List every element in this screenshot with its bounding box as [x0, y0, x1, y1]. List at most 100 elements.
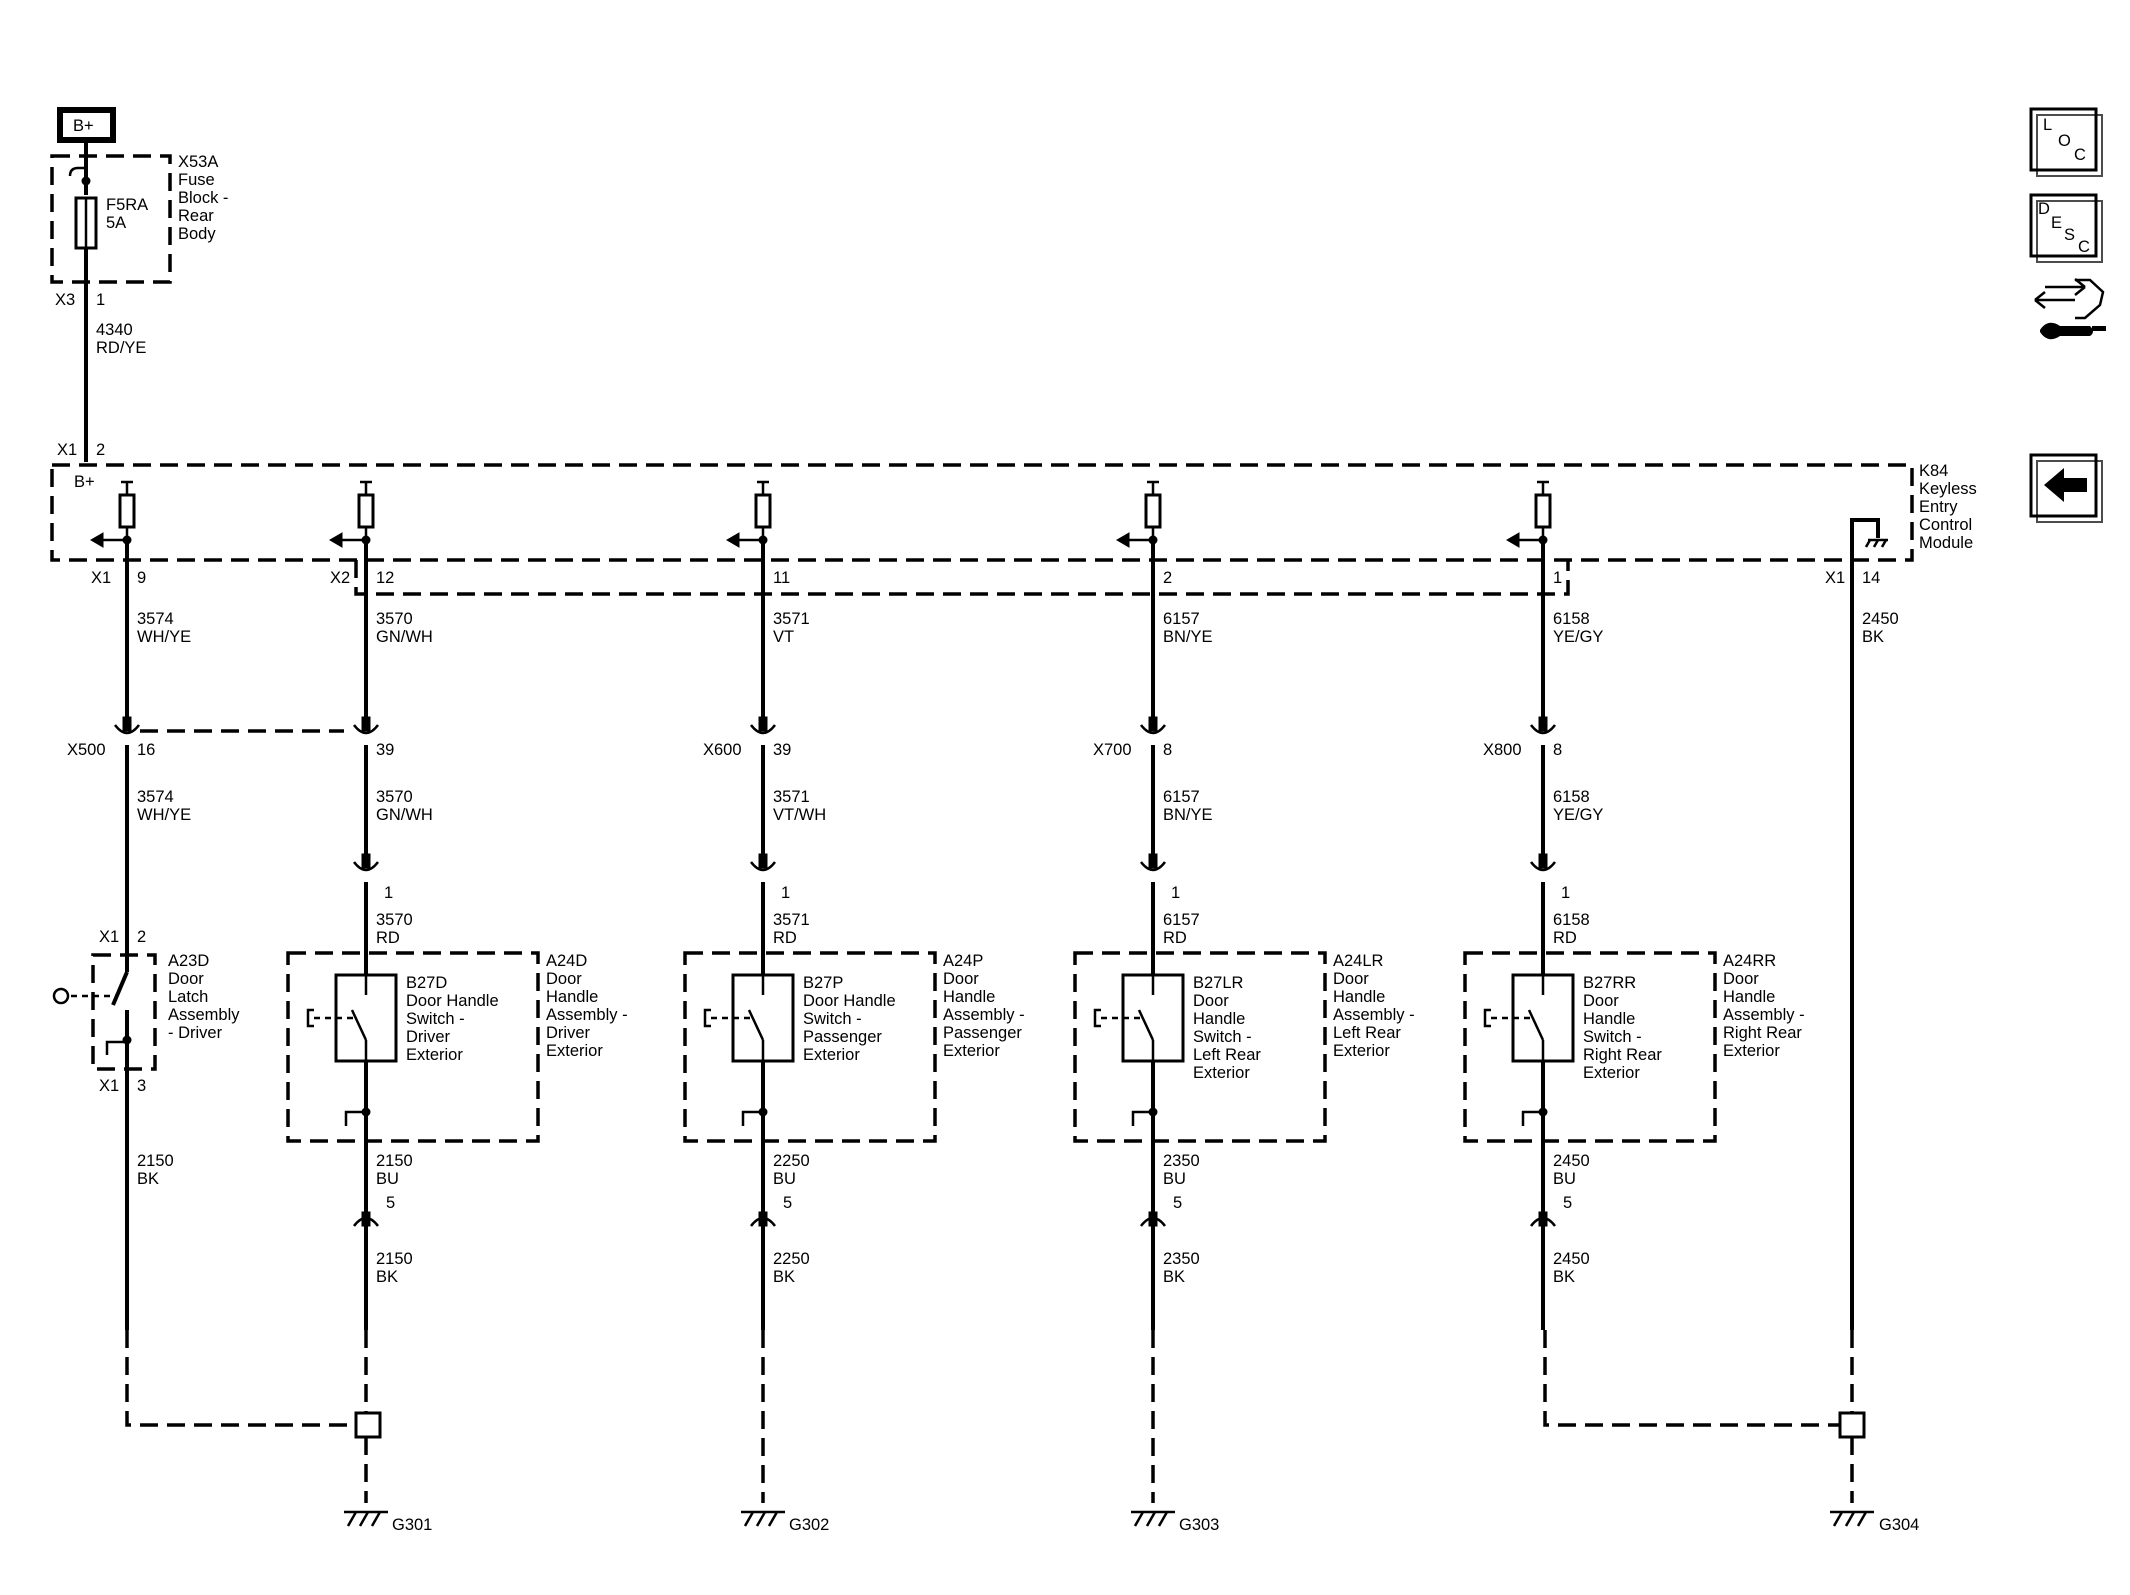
channel-1-color-label: GN/WH: [376, 628, 433, 646]
channel-1-circuit3-label: 3570: [376, 911, 413, 929]
latch-in-pin: 2: [137, 928, 146, 946]
channel-4-circuit3-label: 6158: [1553, 911, 1590, 929]
back-button[interactable]: [2029, 453, 2103, 523]
channel-0-color-label: WH/YE: [137, 628, 191, 646]
latch-ref: A23D: [168, 952, 209, 970]
channel-3-assembly-box: [1073, 951, 1327, 1143]
fuse-block-pin: 1: [96, 291, 105, 309]
location-button[interactable]: L O C: [2029, 107, 2103, 177]
latch-out-circuit: 2150: [137, 1152, 174, 1170]
channel-4-assembly-name-2: Assembly -: [1723, 1006, 1805, 1024]
channel-1-switch-ref: B27D: [406, 974, 447, 992]
channel-1-device-connector-pin: [361, 853, 371, 869]
channel-4-out-color-label: BU: [1553, 1170, 1576, 1188]
channel-4-ground-circuit-label: 2450: [1553, 1250, 1590, 1268]
module-name-1: Keyless: [1919, 480, 1977, 498]
channel-1-circuit-label: 3570: [376, 610, 413, 628]
channel-2-switch-name-3: Exterior: [803, 1046, 860, 1064]
channel-3-ground-connector-arc: [1140, 1216, 1166, 1227]
channel-3-module-pin: 2: [1163, 569, 1172, 587]
channel-4-switch-name-4: Exterior: [1583, 1064, 1640, 1082]
channel-1-internal-resistor: [357, 493, 375, 529]
channel-1-color3-label: RD: [376, 929, 400, 947]
module-ground-wire-color: BK: [1862, 628, 1884, 646]
channel-3-assembly-name-1: Handle: [1333, 988, 1385, 1006]
channel-4-device-connector-pin: [1538, 853, 1548, 869]
splice-pack-g301: [354, 1411, 382, 1439]
ground-g302-tick-2: [767, 1511, 779, 1527]
module-k84: X1 2 B+ K84 Keyless Entry Control Module…: [50, 441, 1977, 1330]
channel-2-switch-contact: [747, 1009, 765, 1041]
channel-1-assembly-box: [286, 951, 540, 1143]
channel-4-assembly-name-3: Right Rear: [1723, 1024, 1802, 1042]
channel-1-device-pin: 1: [384, 884, 393, 902]
channel-2-switch-actuator: [703, 1008, 711, 1028]
channel-1-switch-actuator: [306, 1008, 314, 1028]
channel-3-switch-name-1: Handle: [1193, 1010, 1245, 1028]
ground-g303-label: G303: [1179, 1516, 1219, 1534]
channel-1-inline-connector-arc: [353, 724, 379, 735]
latch-name-1: Door: [168, 970, 204, 988]
description-button[interactable]: D E S C: [2029, 193, 2103, 263]
latch-name-2: Latch: [168, 988, 208, 1006]
channel-3-switch-contact: [1137, 1009, 1155, 1041]
channel-2-device-pin: 1: [781, 884, 790, 902]
channel-3-inline-connector-pin: 8: [1163, 741, 1172, 759]
channel-2-inline-connector-arc: [750, 724, 776, 735]
latch-actuator-icon: [52, 987, 70, 1005]
channel-4-ground-color-label: BK: [1553, 1268, 1575, 1286]
back-arrow-icon: [2044, 468, 2087, 502]
channel-4-assembly-box: [1463, 951, 1717, 1143]
ground-g301-label: G301: [392, 1516, 432, 1534]
channel-3-circuit-label: 6157: [1163, 610, 1200, 628]
channel-3-assembly-name-0: Door: [1333, 970, 1369, 988]
diagnostic-connector-icon[interactable]: [2034, 278, 2106, 340]
channel-1-lower-tap: [344, 1110, 366, 1126]
channel-2-assembly-name-2: Assembly -: [943, 1006, 1025, 1024]
channel-1-assembly-ref: A24D: [546, 952, 587, 970]
fuse-block-name-4: Body: [178, 225, 216, 243]
channel-3-ground-connector-pin: 5: [1173, 1194, 1182, 1212]
description-letter-s: S: [2064, 226, 2075, 244]
channel-4-inline-connector-ref: X800: [1483, 741, 1522, 759]
channel-3-color3-label: RD: [1163, 929, 1187, 947]
channel-1-ground-color-label: BK: [376, 1268, 398, 1286]
channel-1-switch-name-2: Driver: [406, 1028, 451, 1046]
channel-1-assembly-name-0: Door: [546, 970, 582, 988]
battery-label: B+: [73, 117, 94, 135]
channel-1-circuit2-label: 3570: [376, 788, 413, 806]
fuse-block-name-1: Fuse: [178, 171, 215, 189]
channel-2-device-connector-pin: [758, 853, 768, 869]
module-ref: K84: [1919, 462, 1948, 480]
channel-3-ground-color-label: BK: [1163, 1268, 1185, 1286]
channel-1-out-circuit-label: 2150: [376, 1152, 413, 1170]
description-letter-e: E: [2051, 214, 2062, 232]
ground-g304-tick-2: [1856, 1511, 1868, 1527]
fuse-block-connector: X3: [55, 291, 75, 309]
ground-g304-label: G304: [1879, 1516, 1919, 1534]
channel-0-inline-connector-arc: [114, 724, 140, 735]
channel-2-color-label: VT: [773, 628, 794, 646]
channel-2-device-connector-arc: [750, 861, 776, 872]
latch-in-connector: X1: [99, 928, 119, 946]
channel-1-ground-connector-arc: [353, 1216, 379, 1227]
channel-4-color3-label: RD: [1553, 929, 1577, 947]
channel-2-assembly-name-3: Passenger: [943, 1024, 1022, 1042]
channel-4-internal-resistor: [1534, 493, 1552, 529]
ground-g302-tick-0: [743, 1511, 755, 1527]
channel-0-inline-connector-pin: [122, 716, 132, 732]
channel-3-device-connector-arc: [1140, 861, 1166, 872]
channel-4-switch-name-1: Handle: [1583, 1010, 1635, 1028]
module-input-connector: X1: [57, 441, 77, 459]
channel-1-switch-contact: [350, 1009, 368, 1041]
channel-1-assembly-name-2: Assembly -: [546, 1006, 628, 1024]
channel-3-internal-resistor: [1144, 493, 1162, 529]
module-input-pin: 2: [96, 441, 105, 459]
latch-out-pin: 3: [137, 1077, 146, 1095]
channel-3-device-connector-pin: [1148, 853, 1158, 869]
channel-1-device-connector-arc: [353, 861, 379, 872]
channel-1-module-pin: 12: [376, 569, 394, 587]
channel-2-ground-color-label: BK: [773, 1268, 795, 1286]
